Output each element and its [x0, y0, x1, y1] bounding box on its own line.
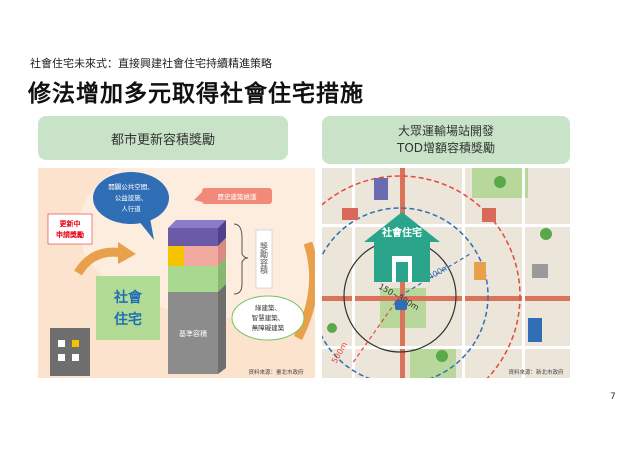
- yellow-block: [168, 246, 184, 266]
- svg-text:無障礙建築: 無障礙建築: [252, 323, 285, 332]
- right-header-line2: TOD增額容積獎勵: [396, 141, 496, 155]
- tree-icon: [436, 350, 448, 362]
- social-housing-line1: 社會: [113, 289, 143, 306]
- svg-text:綠建築、: 綠建築、: [255, 303, 281, 312]
- urban-renewal-illustration: 更新中 申請獎勵 開闢公共空間、 公益設施、 人行道 歷史建築維護 基準容積 社…: [38, 168, 315, 378]
- building-icon: [482, 208, 496, 222]
- bus-icon: [395, 300, 407, 310]
- bonus-far-label: 獎勵容積: [260, 241, 269, 275]
- right-header-line1: 大眾運輸場站開發: [397, 124, 494, 138]
- ring-500m: [322, 175, 521, 378]
- base-far-label: 基準容積: [179, 329, 207, 338]
- social-housing-line2: 住宅: [114, 311, 142, 328]
- factory-icon: [532, 264, 548, 278]
- base-block: [168, 292, 218, 374]
- building-icon: [374, 178, 388, 200]
- arrow-right-curve: [293, 241, 315, 341]
- old-building: [50, 328, 90, 376]
- tod-map-illustration: 150~300m 400m 500m 社會住宅 資料來源：新北市政府: [322, 168, 570, 378]
- svg-text:公益設施、: 公益設施、: [115, 193, 148, 202]
- pink-block: [184, 246, 218, 266]
- svg-text:開闢公共空間、: 開闢公共空間、: [108, 182, 154, 191]
- building-icon: [342, 208, 358, 220]
- tree-icon: [327, 323, 337, 333]
- building-icon: [474, 262, 486, 280]
- slide-title: 修法增加多元取得社會住宅措施: [28, 81, 364, 107]
- svg-text:智慧建築、: 智慧建築、: [252, 313, 285, 322]
- top-block: [168, 228, 218, 246]
- right-panel-header: 大眾運輸場站開發 TOD增額容積獎勵: [322, 116, 570, 164]
- renewal-label-line2: 申請獎勵: [56, 230, 84, 239]
- tree-icon: [540, 228, 552, 240]
- green-block: [168, 266, 218, 292]
- renewal-label-line1: 更新中: [60, 219, 81, 228]
- history-label: 歷史建築維護: [218, 192, 258, 201]
- public-space-bubble: [93, 172, 169, 224]
- slide-subtitle: 社會住宅未來式：直接興建社會住宅持續精進策略: [30, 57, 272, 70]
- svg-text:人行道: 人行道: [121, 204, 141, 213]
- center-label: 社會住宅: [381, 226, 422, 239]
- left-panel-header: 都市更新容積獎勵: [38, 116, 288, 160]
- page-number: 7: [610, 392, 616, 402]
- right-source: 資料來源：新北市政府: [508, 368, 564, 376]
- left-source: 資料來源：臺北市政府: [248, 368, 304, 376]
- social-house-icon: [364, 212, 440, 282]
- building-icon: [528, 318, 542, 342]
- ring-400m: [322, 207, 489, 378]
- tree-icon: [494, 176, 506, 188]
